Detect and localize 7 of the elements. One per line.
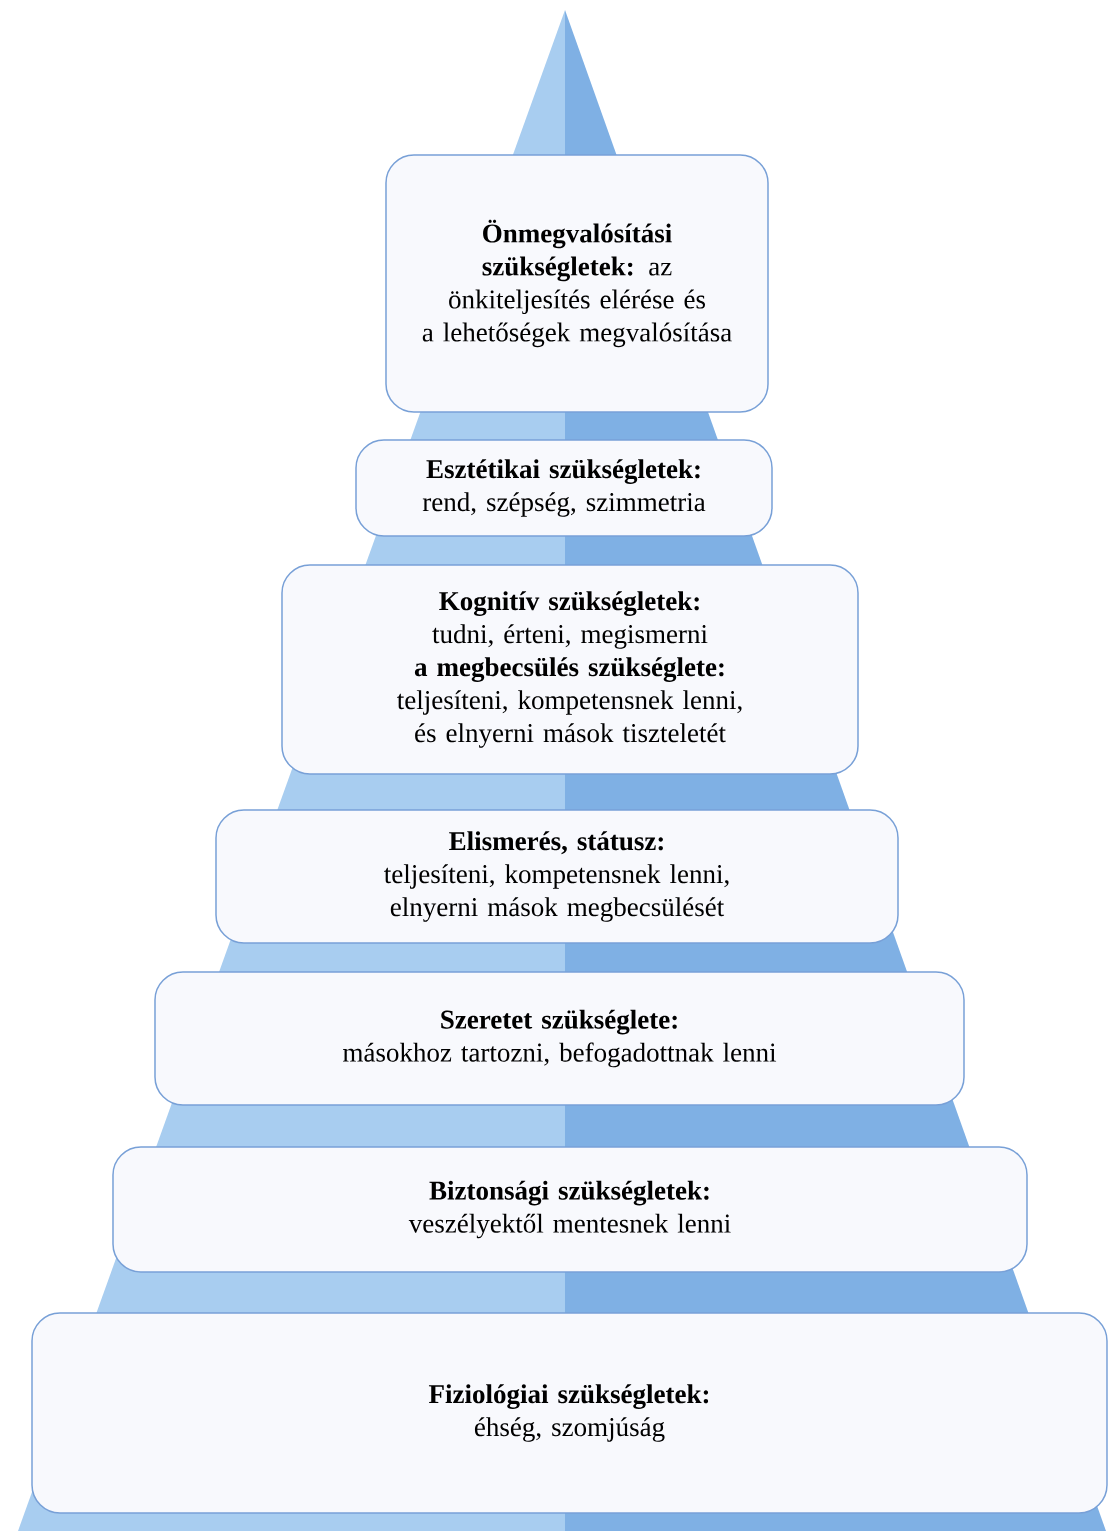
need-box: Elismerés, státusz: teljesíteni, kompetensnek lenni, elnyerni mások megbecsülését	[215, 809, 899, 944]
need-box: Szeretet szükséglete: másokhoz tartozni, befogadottnak lenni	[154, 971, 965, 1106]
need-box: Kognitív szükségletek: tudni, érteni, megismerni a megbecsülés szükséglete: teljesíteni, kompetensnek lenni, és elnyerni mások tiszteletét	[281, 564, 859, 775]
need-box: Esztétikai szükségletek: rend, szépség, szimmetria	[355, 439, 773, 537]
need-box: Önmegvalósítási szükségletek: az önkiteljesítés elérése és a lehetőségek megvalósítása	[385, 154, 769, 413]
need-box: Fiziológiai szükségletek: éhség, szomjúság	[31, 1312, 1108, 1514]
need-box: Biztonsági szükségletek: veszélyektől mentesnek lenni	[112, 1146, 1028, 1273]
